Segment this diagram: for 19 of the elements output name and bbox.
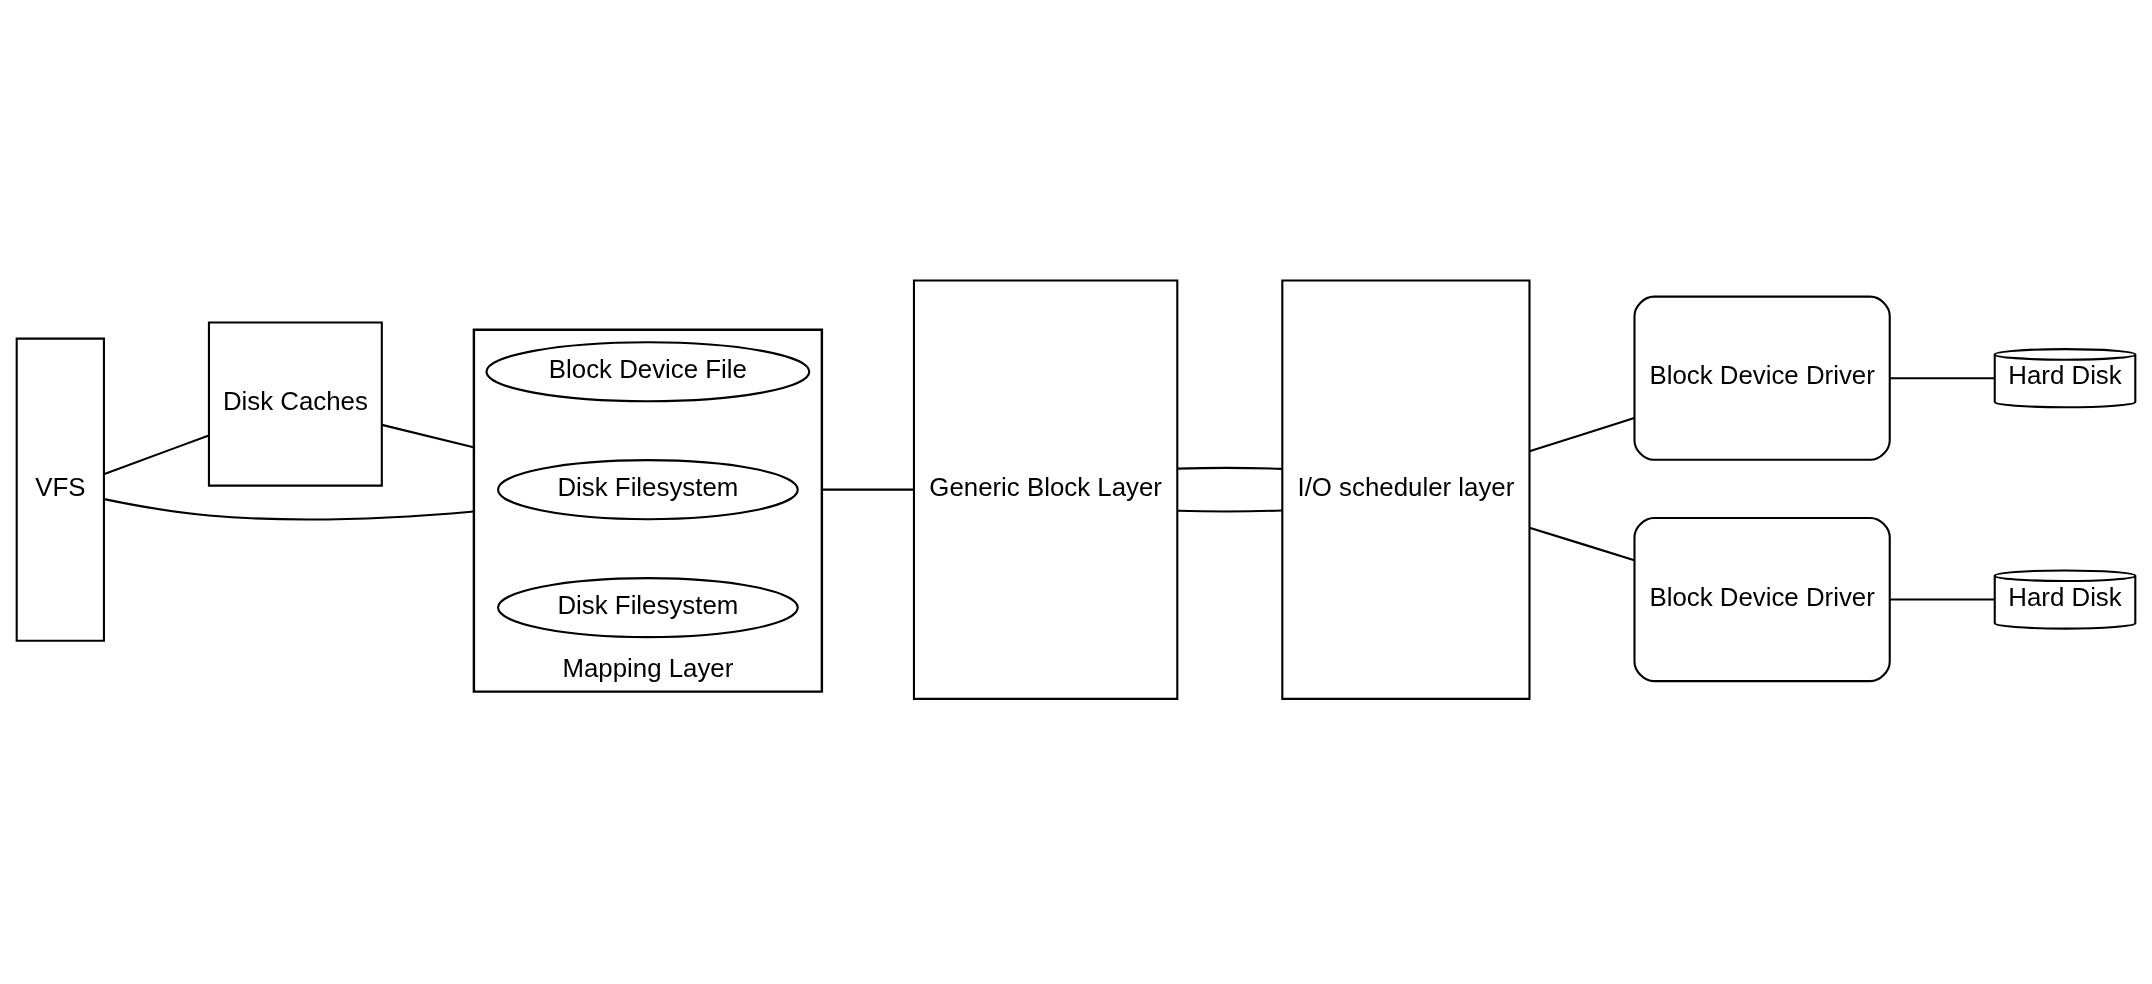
connector: [1177, 508, 1282, 512]
connector: [1529, 416, 1635, 452]
connector: [1177, 466, 1282, 470]
node-ellipse: Block Device File: [485, 340, 811, 402]
connector: [104, 433, 210, 475]
node-box: Block Device Driver: [1633, 516, 1891, 682]
node-box: Block Device Driver: [1633, 295, 1891, 461]
connector: [1889, 598, 1995, 601]
node-box: I/O scheduler layer: [1281, 278, 1531, 700]
connector: [381, 423, 475, 448]
node-box: Disk Caches: [207, 320, 383, 487]
connector: [1529, 526, 1635, 561]
node-box: Generic Block Layer: [912, 278, 1179, 700]
node-box: VFS: [15, 337, 105, 642]
node-ellipse: Disk Filesystem: [496, 458, 799, 520]
connector: [103, 497, 474, 520]
node-ellipse: Disk Filesystem: [496, 576, 799, 638]
connector: [1889, 376, 1995, 379]
connector: [821, 488, 914, 491]
